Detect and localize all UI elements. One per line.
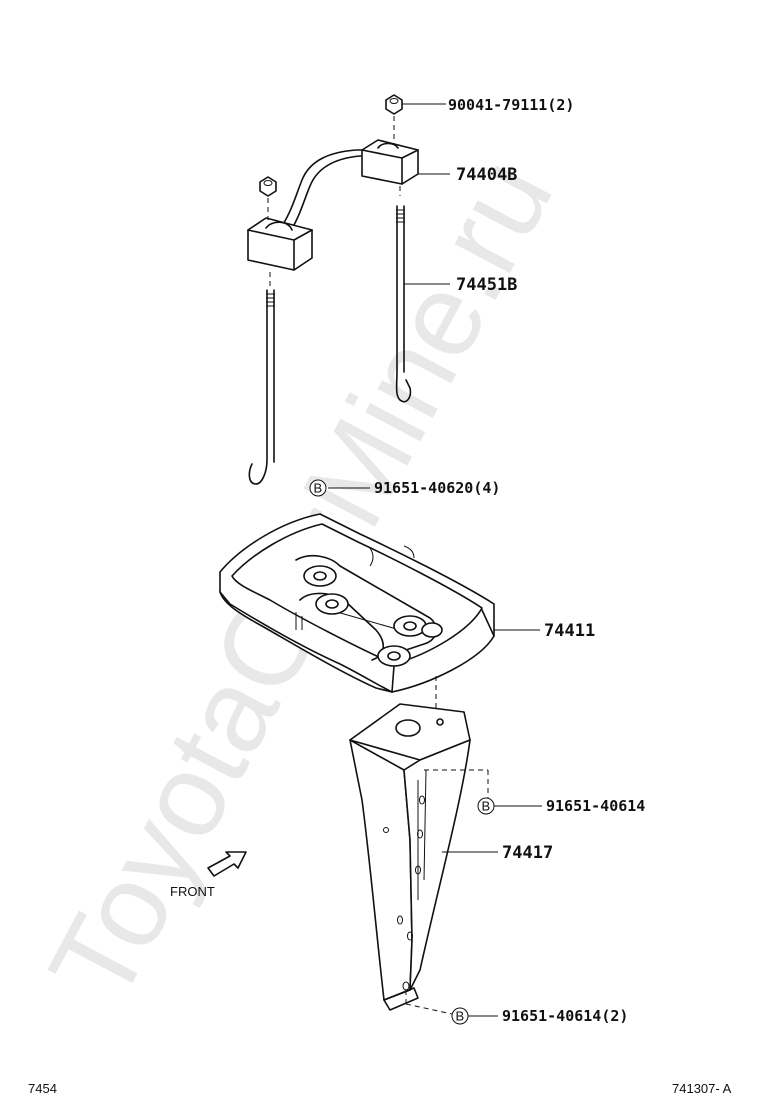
label-bolt-tray: 91651-40620(4) bbox=[374, 479, 500, 497]
bolt-callout-bracket-lower: B bbox=[451, 1007, 469, 1025]
tray-74411 bbox=[219, 513, 495, 714]
label-nut: 90041-79111(2) bbox=[448, 96, 574, 114]
bolt-callout-tray: B bbox=[309, 479, 327, 497]
label-tray: 74411 bbox=[544, 621, 595, 641]
label-clamp: 74404B bbox=[456, 165, 517, 185]
rod-74451b-right bbox=[395, 205, 412, 403]
bolt-symbol: B bbox=[456, 1009, 465, 1024]
front-arrow-icon bbox=[207, 851, 247, 877]
bolt-callout-bracket: B bbox=[477, 797, 495, 815]
label-rod: 74451B bbox=[456, 275, 517, 295]
label-bolt-bracket-lower: 91651-40614(2) bbox=[502, 1007, 628, 1025]
nut-90041 bbox=[385, 94, 403, 148]
clamp-74404b bbox=[247, 139, 419, 271]
front-label: FRONT bbox=[170, 884, 215, 899]
bracket-74417 bbox=[349, 703, 489, 1015]
rod-74451b-left bbox=[248, 272, 275, 485]
footer-right-code: 741307- A bbox=[672, 1081, 732, 1096]
footer-left-code: 7454 bbox=[28, 1081, 57, 1096]
label-bracket: 74417 bbox=[502, 843, 553, 863]
bolt-symbol: B bbox=[314, 481, 323, 496]
label-bolt-bracket: 91651-40614 bbox=[546, 797, 645, 815]
leader-lines bbox=[328, 103, 542, 1017]
bolt-symbol: B bbox=[482, 799, 491, 814]
